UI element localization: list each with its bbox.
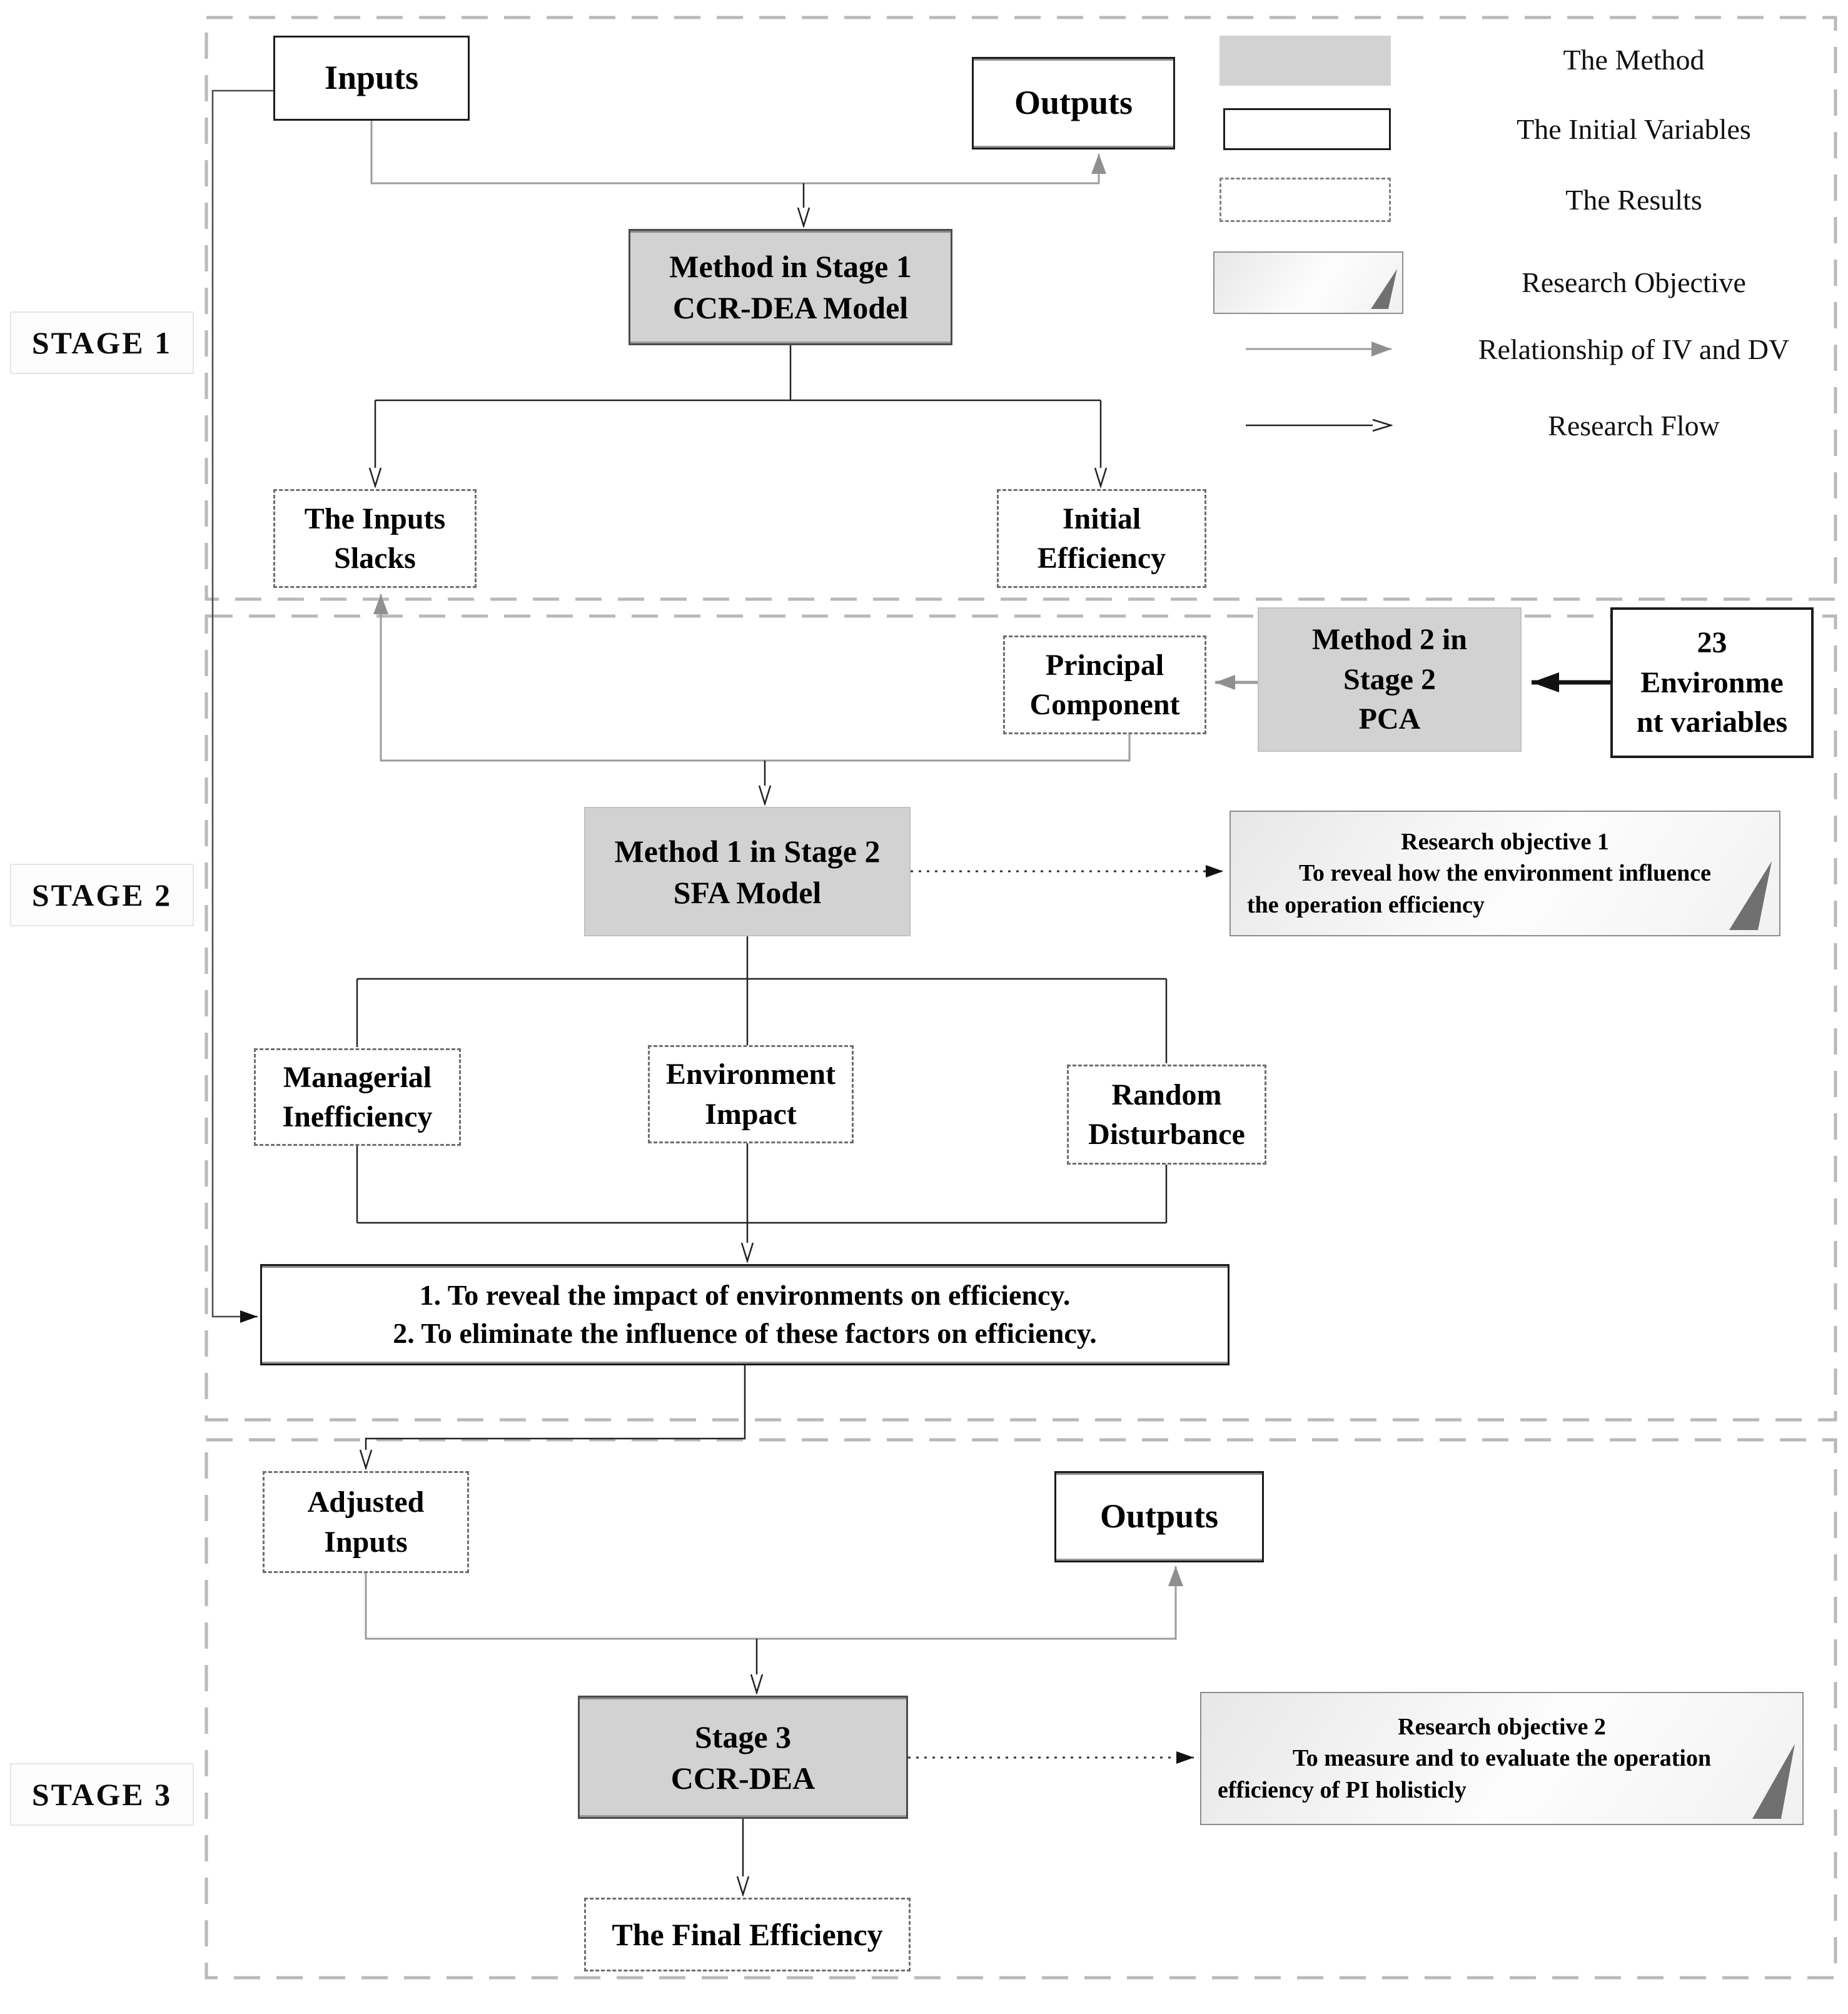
managerial-inefficiency-line2: Inefficiency <box>282 1100 433 1133</box>
ivdv-connectors <box>365 121 1391 1640</box>
legend-ivdv-label: Relationship of IV and DV <box>1432 330 1835 368</box>
pca-method-line2: Stage 2 <box>1343 662 1436 696</box>
ccr-dea-stage3-box: Stage 3 CCR-DEA <box>578 1696 908 1819</box>
final-efficiency-box: The Final Efficiency <box>584 1898 911 1971</box>
ccr-dea-stage3-line2: CCR-DEA <box>670 1760 815 1796</box>
research-objective-1-callout: Research objective 1 To reveal how the e… <box>1229 811 1780 936</box>
research-objective-2-fold-icon <box>1752 1744 1795 1819</box>
stage3-label-text: STAGE 3 <box>31 1777 173 1812</box>
legend-results-label: The Results <box>1432 181 1835 218</box>
inputs-slacks-box: The Inputs Slacks <box>273 489 477 588</box>
managerial-inefficiency-line1: Managerial <box>283 1060 432 1094</box>
environment-variables-line1: 23 <box>1697 626 1727 660</box>
legend-research-objective-label: Research Objective <box>1432 263 1835 301</box>
final-efficiency-text: The Final Efficiency <box>612 1917 883 1952</box>
legend-research-objective-swatch <box>1213 251 1403 314</box>
goals-box: 1. To reveal the impact of environments … <box>260 1264 1229 1365</box>
legend-method-swatch <box>1219 36 1391 86</box>
legend-initial-variables-label-text: The Initial Variables <box>1517 113 1751 145</box>
adjusted-inputs-line1: Adjusted <box>307 1485 425 1519</box>
environment-variables-line3: nt variables <box>1636 706 1788 739</box>
random-disturbance-line1: Random <box>1111 1078 1222 1111</box>
legend-results-label-text: The Results <box>1565 183 1702 216</box>
sfa-method-line1: Method 1 in Stage 2 <box>614 833 881 869</box>
objective-connectors <box>908 865 1223 1764</box>
stage2-border <box>204 614 1837 1422</box>
pca-method-line3: PCA <box>1358 702 1421 736</box>
research-objective-2-callout: Research objective 2 To measure and to e… <box>1200 1692 1804 1825</box>
inputs-slacks-line1: The Inputs <box>304 502 446 535</box>
sfa-split-lines <box>356 936 1168 1063</box>
principal-component-box: Principal Component <box>1003 635 1206 734</box>
principal-component-line1: Principal <box>1045 648 1164 682</box>
inputs-box: Inputs <box>273 36 470 121</box>
legend-research-flow-label-text: Research Flow <box>1548 409 1720 442</box>
research-flow-connectors <box>356 183 1391 1895</box>
legend-method-label: The Method <box>1432 41 1835 78</box>
stage2-label: STAGE 2 <box>10 864 194 926</box>
legend-initial-variables-label: The Initial Variables <box>1432 110 1835 148</box>
random-disturbance-line2: Disturbance <box>1088 1118 1245 1151</box>
adjusted-to-outputs-line <box>365 1566 1183 1640</box>
legend-initial-variables-swatch <box>1223 108 1391 150</box>
adjusted-inputs-line2: Inputs <box>324 1525 408 1559</box>
adjusted-inputs-box: Adjusted Inputs <box>263 1471 469 1573</box>
environment-variables-line2: Environme <box>1640 665 1784 699</box>
stage1-border <box>204 16 1837 601</box>
research-objective-1-fold-icon <box>1729 861 1772 930</box>
goals-line1: 1. To reveal the impact of environments … <box>419 1279 1071 1312</box>
outputs-box-stage1-text: Outputs <box>1014 84 1133 122</box>
method-stage1-line2: CCR-DEA Model <box>672 290 909 325</box>
inputs-slacks-line2: Slacks <box>334 542 416 575</box>
method-stage1-line1: Method in Stage 1 <box>669 249 912 284</box>
inputs-to-goals-connector <box>211 89 277 1323</box>
legend-ivdv-label-text: Relationship of IV and DV <box>1478 333 1790 365</box>
method1-split-line <box>375 345 1101 402</box>
pca-method-line1: Method 2 in <box>1311 623 1467 657</box>
stage3-border <box>204 1438 1837 1980</box>
legend-results-swatch <box>1219 178 1391 222</box>
initial-efficiency-line1: Initial <box>1062 502 1141 535</box>
random-disturbance-box: Random Disturbance <box>1067 1065 1266 1165</box>
goals-line2: 2. To eliminate the influence of these f… <box>393 1317 1097 1349</box>
sfa-method-box: Method 1 in Stage 2 SFA Model <box>584 807 911 936</box>
outputs-box-stage3-text: Outputs <box>1099 1497 1219 1536</box>
environment-impact-line2: Impact <box>705 1097 797 1131</box>
inputs-to-outputs-line <box>370 121 1106 185</box>
research-objective-1-line1: Research objective 1 <box>1401 829 1609 856</box>
legend-research-flow-label: Research Flow <box>1432 407 1835 444</box>
pc-to-slacks-line <box>373 594 1131 762</box>
environment-impact-box: Environment Impact <box>648 1045 854 1143</box>
sfa-method-line2: SFA Model <box>673 874 822 910</box>
environment-impact-line1: Environment <box>665 1058 836 1091</box>
outputs-box-stage3: Outputs <box>1054 1471 1264 1562</box>
principal-component-line2: Component <box>1029 688 1180 721</box>
outputs-box-stage1: Outputs <box>972 57 1175 149</box>
goals-to-adjusted-line <box>366 1365 746 1469</box>
research-objective-2-line1: Research objective 2 <box>1398 1714 1606 1741</box>
research-objective-2-line2: To measure and to evaluate the operation <box>1292 1745 1712 1772</box>
legend-method-label-text: The Method <box>1563 43 1705 76</box>
stage3-label: STAGE 3 <box>10 1763 194 1826</box>
environment-variables-box: 23 Environme nt variables <box>1610 607 1814 758</box>
initial-efficiency-line2: Efficiency <box>1037 542 1166 575</box>
research-objective-1-line2: To reveal how the environment influence <box>1298 860 1711 887</box>
research-objective-2-line3: efficiency of PI holisticly <box>1218 1776 1467 1803</box>
research-objective-1-line3: the operation efficiency <box>1247 891 1485 918</box>
inputs-box-text: Inputs <box>324 59 419 97</box>
method-stage1-box: Method in Stage 1 CCR-DEA Model <box>629 229 952 345</box>
pca-method-box: Method 2 in Stage 2 PCA <box>1258 607 1522 752</box>
stage2-label-text: STAGE 2 <box>31 878 173 913</box>
stage1-label-text: STAGE 1 <box>31 325 173 360</box>
ccr-dea-stage3-line1: Stage 3 <box>694 1719 792 1754</box>
legend-fold-icon <box>1371 269 1397 309</box>
stage-borders <box>204 16 1837 1980</box>
initial-efficiency-box: Initial Efficiency <box>997 489 1206 588</box>
inputs-to-goals-line <box>211 89 277 1323</box>
merge-lines <box>356 1146 1168 1224</box>
legend-research-objective-label-text: Research Objective <box>1522 266 1746 298</box>
stage1-label: STAGE 1 <box>10 311 194 374</box>
managerial-inefficiency-box: Managerial Inefficiency <box>254 1048 461 1146</box>
